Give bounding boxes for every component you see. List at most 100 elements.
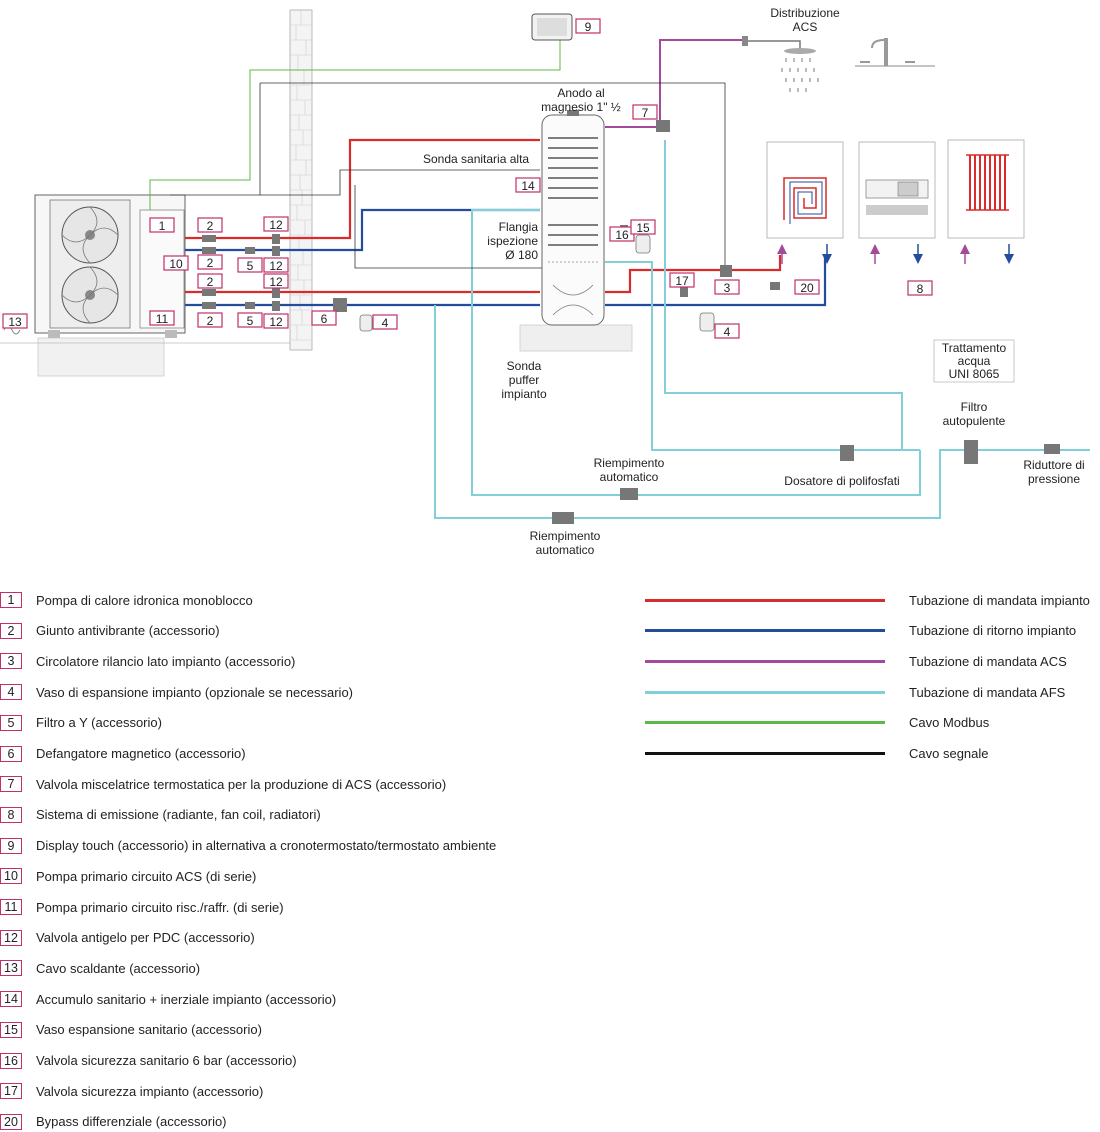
callout-17: 17 xyxy=(669,272,695,288)
legend-text: Bypass differenziale (accessorio) xyxy=(36,1114,227,1130)
callout-4a: 4 xyxy=(372,314,398,330)
svg-text:20: 20 xyxy=(800,281,814,295)
line-legend-text: Tubazione di mandata ACS xyxy=(909,653,1067,669)
legend-number: 13 xyxy=(0,960,22,977)
line-legend-item: Tubazione di mandata AFS xyxy=(645,682,1100,702)
legend-text: Pompa primario circuito ACS (di serie) xyxy=(36,868,257,884)
tap-icon xyxy=(855,38,935,67)
label-distribuzione-acs-1: Distribuzione xyxy=(770,6,840,20)
callout-2b: 2 xyxy=(197,254,223,270)
callout-9: 9 xyxy=(575,18,601,34)
svg-text:11: 11 xyxy=(156,312,169,326)
callout-1: 1 xyxy=(149,217,175,233)
shower-icon xyxy=(742,36,819,92)
legend-text: Accumulo sanitario + inerziale impianto … xyxy=(36,991,337,1007)
svg-text:4: 4 xyxy=(382,316,389,330)
cold-water-pipes xyxy=(434,140,1090,519)
legend-text: Filtro a Y (accessorio) xyxy=(36,715,162,731)
legend-number: 1 xyxy=(0,592,22,608)
svg-text:5: 5 xyxy=(247,314,254,328)
line-legend-item: Tubazione di mandata impianto xyxy=(645,590,1100,610)
svg-text:12: 12 xyxy=(269,218,283,232)
signal-cable xyxy=(170,82,726,269)
ground-base xyxy=(0,324,633,377)
emitter-flow-arrows xyxy=(777,244,1014,264)
legend-number: 14 xyxy=(0,991,22,1008)
touch-display-icon xyxy=(531,13,573,41)
legend-number: 17 xyxy=(0,1083,22,1100)
svg-text:17: 17 xyxy=(675,274,689,288)
fan-coil-panel xyxy=(858,141,936,239)
callout-6: 6 xyxy=(311,310,337,326)
label-trattamento-2: acqua xyxy=(958,354,991,368)
legend-text: Sistema di emissione (radiante, fan coil… xyxy=(36,807,321,823)
label-flangia-1: Flangia xyxy=(499,220,539,234)
callout-12a: 12 xyxy=(263,216,289,232)
legend-text: Valvola antigelo per PDC (accessorio) xyxy=(36,930,255,946)
system-supply-pipes xyxy=(185,138,782,294)
label-distribuzione-acs-2: ACS xyxy=(793,20,818,34)
legend-item: 14 Accumulo sanitario + inerziale impiant… xyxy=(0,989,336,1009)
line-swatch xyxy=(645,690,885,694)
component-callouts: 1 2 2 2 2 5 5 12 12 12 12 10 11 13 6 4 1… xyxy=(2,18,933,339)
callout-5b: 5 xyxy=(237,312,263,328)
svg-text:13: 13 xyxy=(8,315,22,329)
callout-13: 13 xyxy=(2,313,28,329)
line-swatch xyxy=(645,659,885,663)
label-sonda-puffer-1: Sonda xyxy=(507,359,542,373)
legend-text: Vaso di espansione impianto (opzionale s… xyxy=(36,684,354,700)
legend-number: 3 xyxy=(0,653,22,670)
label-riempimento-2b: automatico xyxy=(536,543,595,557)
legend-text: Valvola sicurezza impianto (accessorio) xyxy=(36,1083,264,1099)
legend-item: 3 Circolatore rilancio lato impianto (acc… xyxy=(0,651,295,671)
diagram-labels: Distribuzione ACS Anodo al magnesio 1" ½… xyxy=(423,6,1085,557)
radiator-panel xyxy=(947,139,1025,239)
line-legend-item: Cavo Modbus xyxy=(645,713,1100,733)
legend-item: 17 Valvola sicurezza impianto (accessorio… xyxy=(0,1081,263,1101)
legend-text: Circolatore rilancio lato impianto (acce… xyxy=(36,653,296,669)
hydraulic-schematic: Distribuzione ACS Anodo al magnesio 1" ½… xyxy=(0,6,1090,557)
expansion-vessel-icons xyxy=(359,234,715,332)
legend-number: 15 xyxy=(0,1021,22,1038)
svg-text:4: 4 xyxy=(724,325,731,339)
legend-number: 5 xyxy=(0,714,22,731)
callout-12b: 12 xyxy=(263,257,289,273)
legend-text: Display touch (accessorio) in alternativ… xyxy=(36,838,497,854)
legend-number: 7 xyxy=(0,776,22,793)
fittings xyxy=(202,120,1060,524)
line-swatch xyxy=(645,752,885,755)
label-riempimento-1a: Riempimento xyxy=(594,456,665,470)
label-anodo-2: magnesio 1" ½ xyxy=(541,100,621,114)
svg-text:2: 2 xyxy=(207,219,214,233)
legend-text: Defangatore magnetico (accessorio) xyxy=(36,746,246,761)
svg-text:9: 9 xyxy=(585,20,592,34)
callout-10: 10 xyxy=(163,255,189,271)
label-riduttore-2: pressione xyxy=(1028,472,1080,486)
building-wall xyxy=(289,9,313,351)
legend-number: 20 xyxy=(0,1113,22,1130)
callout-15: 15 xyxy=(630,219,656,235)
callout-2a: 2 xyxy=(197,217,223,233)
label-sonda-puffer-3: impianto xyxy=(501,387,547,401)
svg-text:3: 3 xyxy=(724,281,731,295)
line-legend-text: Cavo Modbus xyxy=(909,715,990,731)
legend-text: Vaso espansione sanitario (accessorio) xyxy=(36,1022,262,1038)
storage-tank xyxy=(541,110,605,326)
line-legend-text: Tubazione di mandata impianto xyxy=(909,592,1090,608)
callout-7: 7 xyxy=(632,104,658,120)
svg-text:2: 2 xyxy=(207,256,214,270)
label-filtro-1: Filtro xyxy=(961,400,988,414)
svg-text:2: 2 xyxy=(207,275,214,289)
callout-8: 8 xyxy=(907,280,933,296)
legend-number: 16 xyxy=(0,1052,22,1069)
label-riempimento-2a: Riempimento xyxy=(530,529,601,543)
